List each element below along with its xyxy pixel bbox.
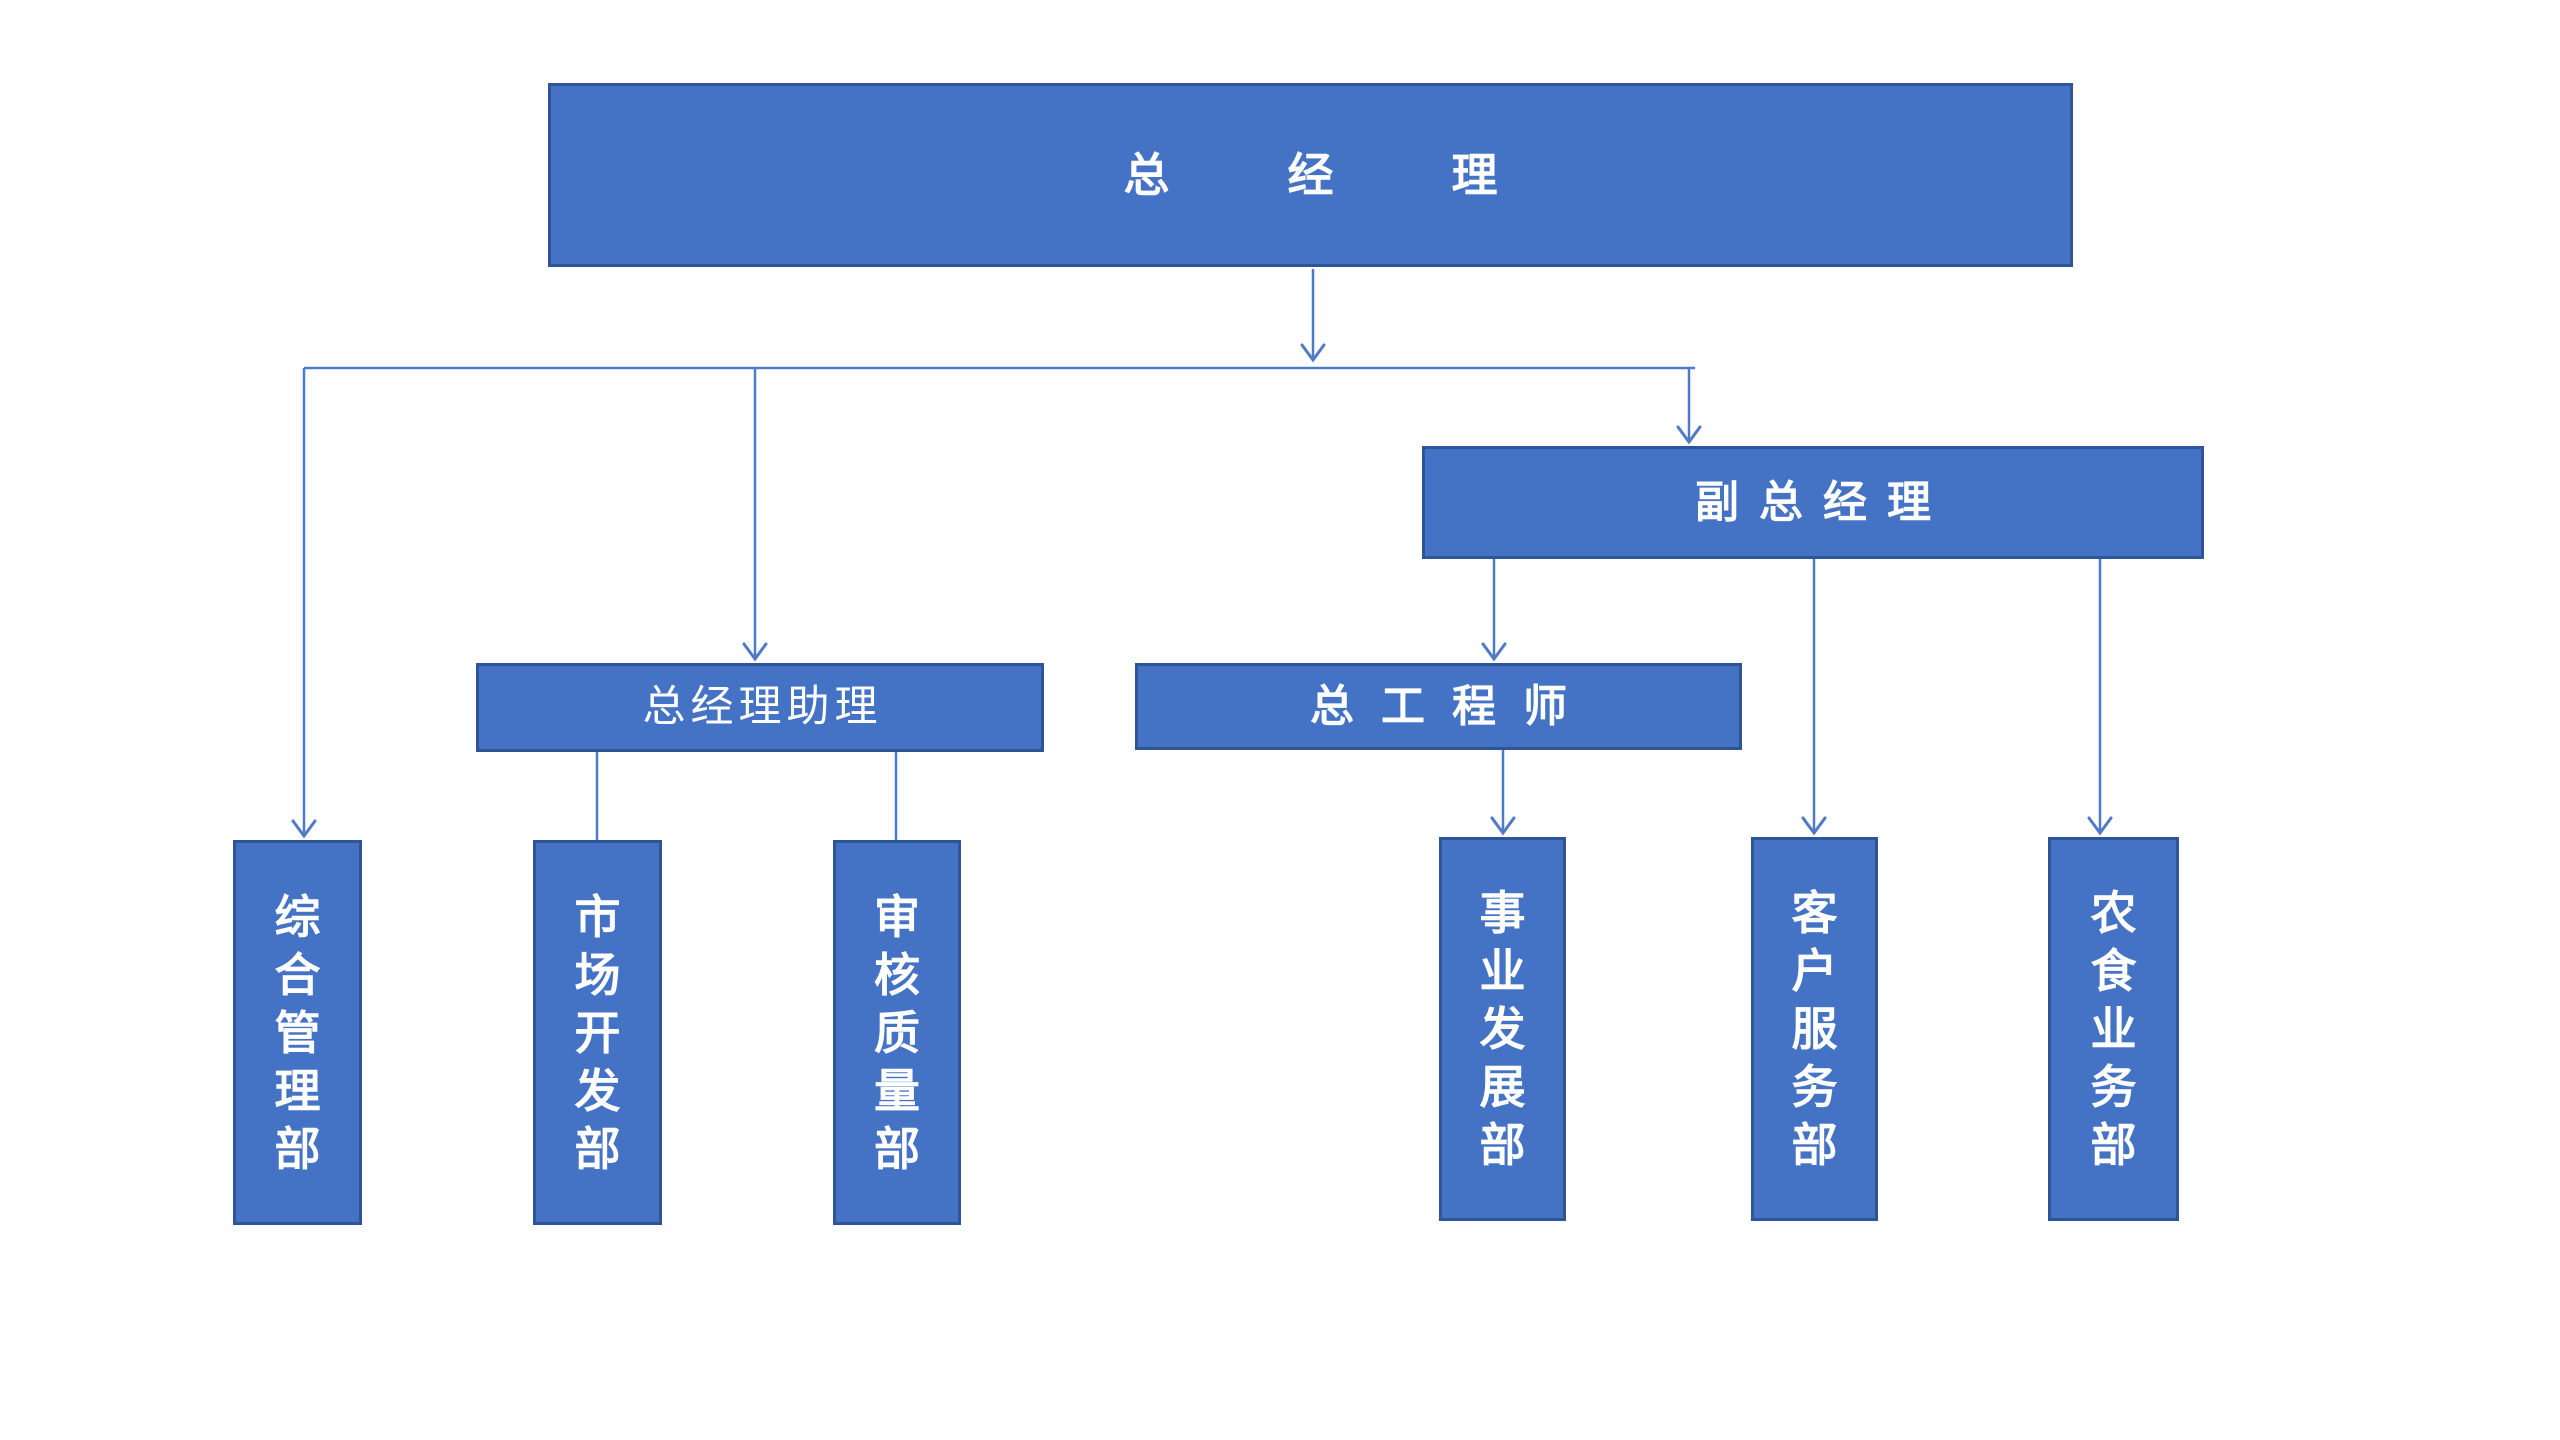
- node-gm-assistant-label: 总经理助理: [642, 683, 878, 731]
- node-dept-agri-food-label: 农食业务部: [2090, 887, 2137, 1171]
- node-dept-market-dev: 市场开发部: [533, 840, 662, 1225]
- node-dept-general-admin-label: 综合管理部: [274, 890, 321, 1175]
- node-dept-agri-food: 农食业务部: [2048, 837, 2179, 1221]
- node-dept-audit-quality: 审核质量部: [833, 840, 961, 1225]
- node-dept-business-dev-label: 事业发展部: [1479, 887, 1526, 1171]
- node-dept-customer-service-label: 客户服务部: [1791, 887, 1838, 1171]
- node-general-manager-label: 总经理: [1123, 149, 1498, 201]
- node-chief-engineer-label: 总工程师: [1310, 681, 1567, 731]
- node-dept-audit-quality-label: 审核质量部: [874, 890, 920, 1175]
- node-dept-business-dev: 事业发展部: [1439, 837, 1566, 1221]
- node-dept-customer-service: 客户服务部: [1751, 837, 1878, 1221]
- node-deputy-general-manager-label: 副总经理: [1695, 477, 1931, 527]
- node-dept-general-admin: 综合管理部: [233, 840, 362, 1225]
- node-general-manager: 总经理: [548, 83, 2073, 267]
- node-dept-market-dev-label: 市场开发部: [574, 890, 621, 1175]
- node-chief-engineer: 总工程师: [1135, 663, 1742, 750]
- node-deputy-general-manager: 副总经理: [1422, 446, 2204, 559]
- node-gm-assistant: 总经理助理: [476, 663, 1044, 752]
